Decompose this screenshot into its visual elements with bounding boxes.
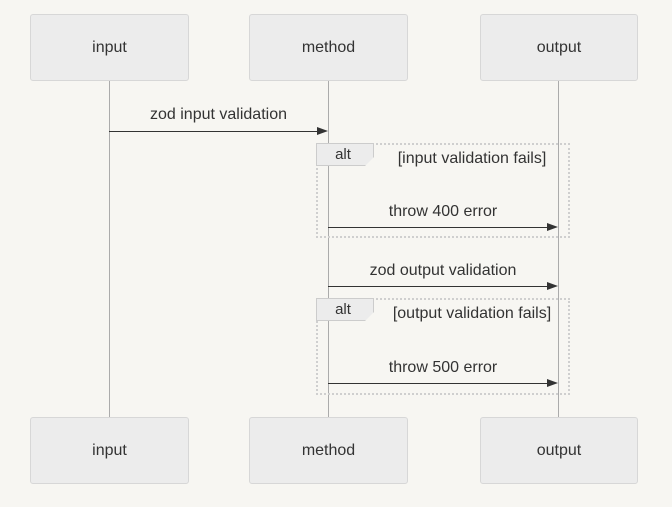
lifeline-output (558, 81, 559, 417)
message-label-throw-500-error: throw 500 error (388, 359, 498, 376)
alt-frame-label: alt (316, 298, 374, 321)
arrowhead-icon (547, 223, 558, 231)
actor-output-bottom: output (480, 417, 638, 484)
message-line (109, 131, 324, 132)
message-label-throw-400-error: throw 400 error (388, 203, 498, 220)
actor-input-bottom: input (30, 417, 189, 484)
arrowhead-icon (547, 379, 558, 387)
lifeline-method (328, 81, 329, 417)
actor-input-top: input (30, 14, 189, 81)
actor-method-top: method (249, 14, 408, 81)
alt-frame-label: alt (316, 143, 374, 166)
alt-frame-input-validation: alt [input validation fails] (316, 143, 570, 238)
actor-method-bottom: method (249, 417, 408, 484)
alt-frame-output-validation: alt [output validation fails] (316, 298, 570, 395)
actor-output-top: output (480, 14, 638, 81)
alt-frame-condition: [input validation fails] (397, 150, 547, 167)
lifeline-input (109, 81, 110, 417)
message-label-zod-input-validation: zod input validation (150, 106, 287, 123)
message-label-zod-output-validation: zod output validation (369, 262, 517, 279)
arrowhead-icon (547, 282, 558, 290)
alt-frame-condition: [output validation fails] (392, 305, 552, 322)
message-line (328, 227, 554, 228)
message-line (328, 286, 554, 287)
message-line (328, 383, 554, 384)
arrowhead-icon (317, 127, 328, 135)
